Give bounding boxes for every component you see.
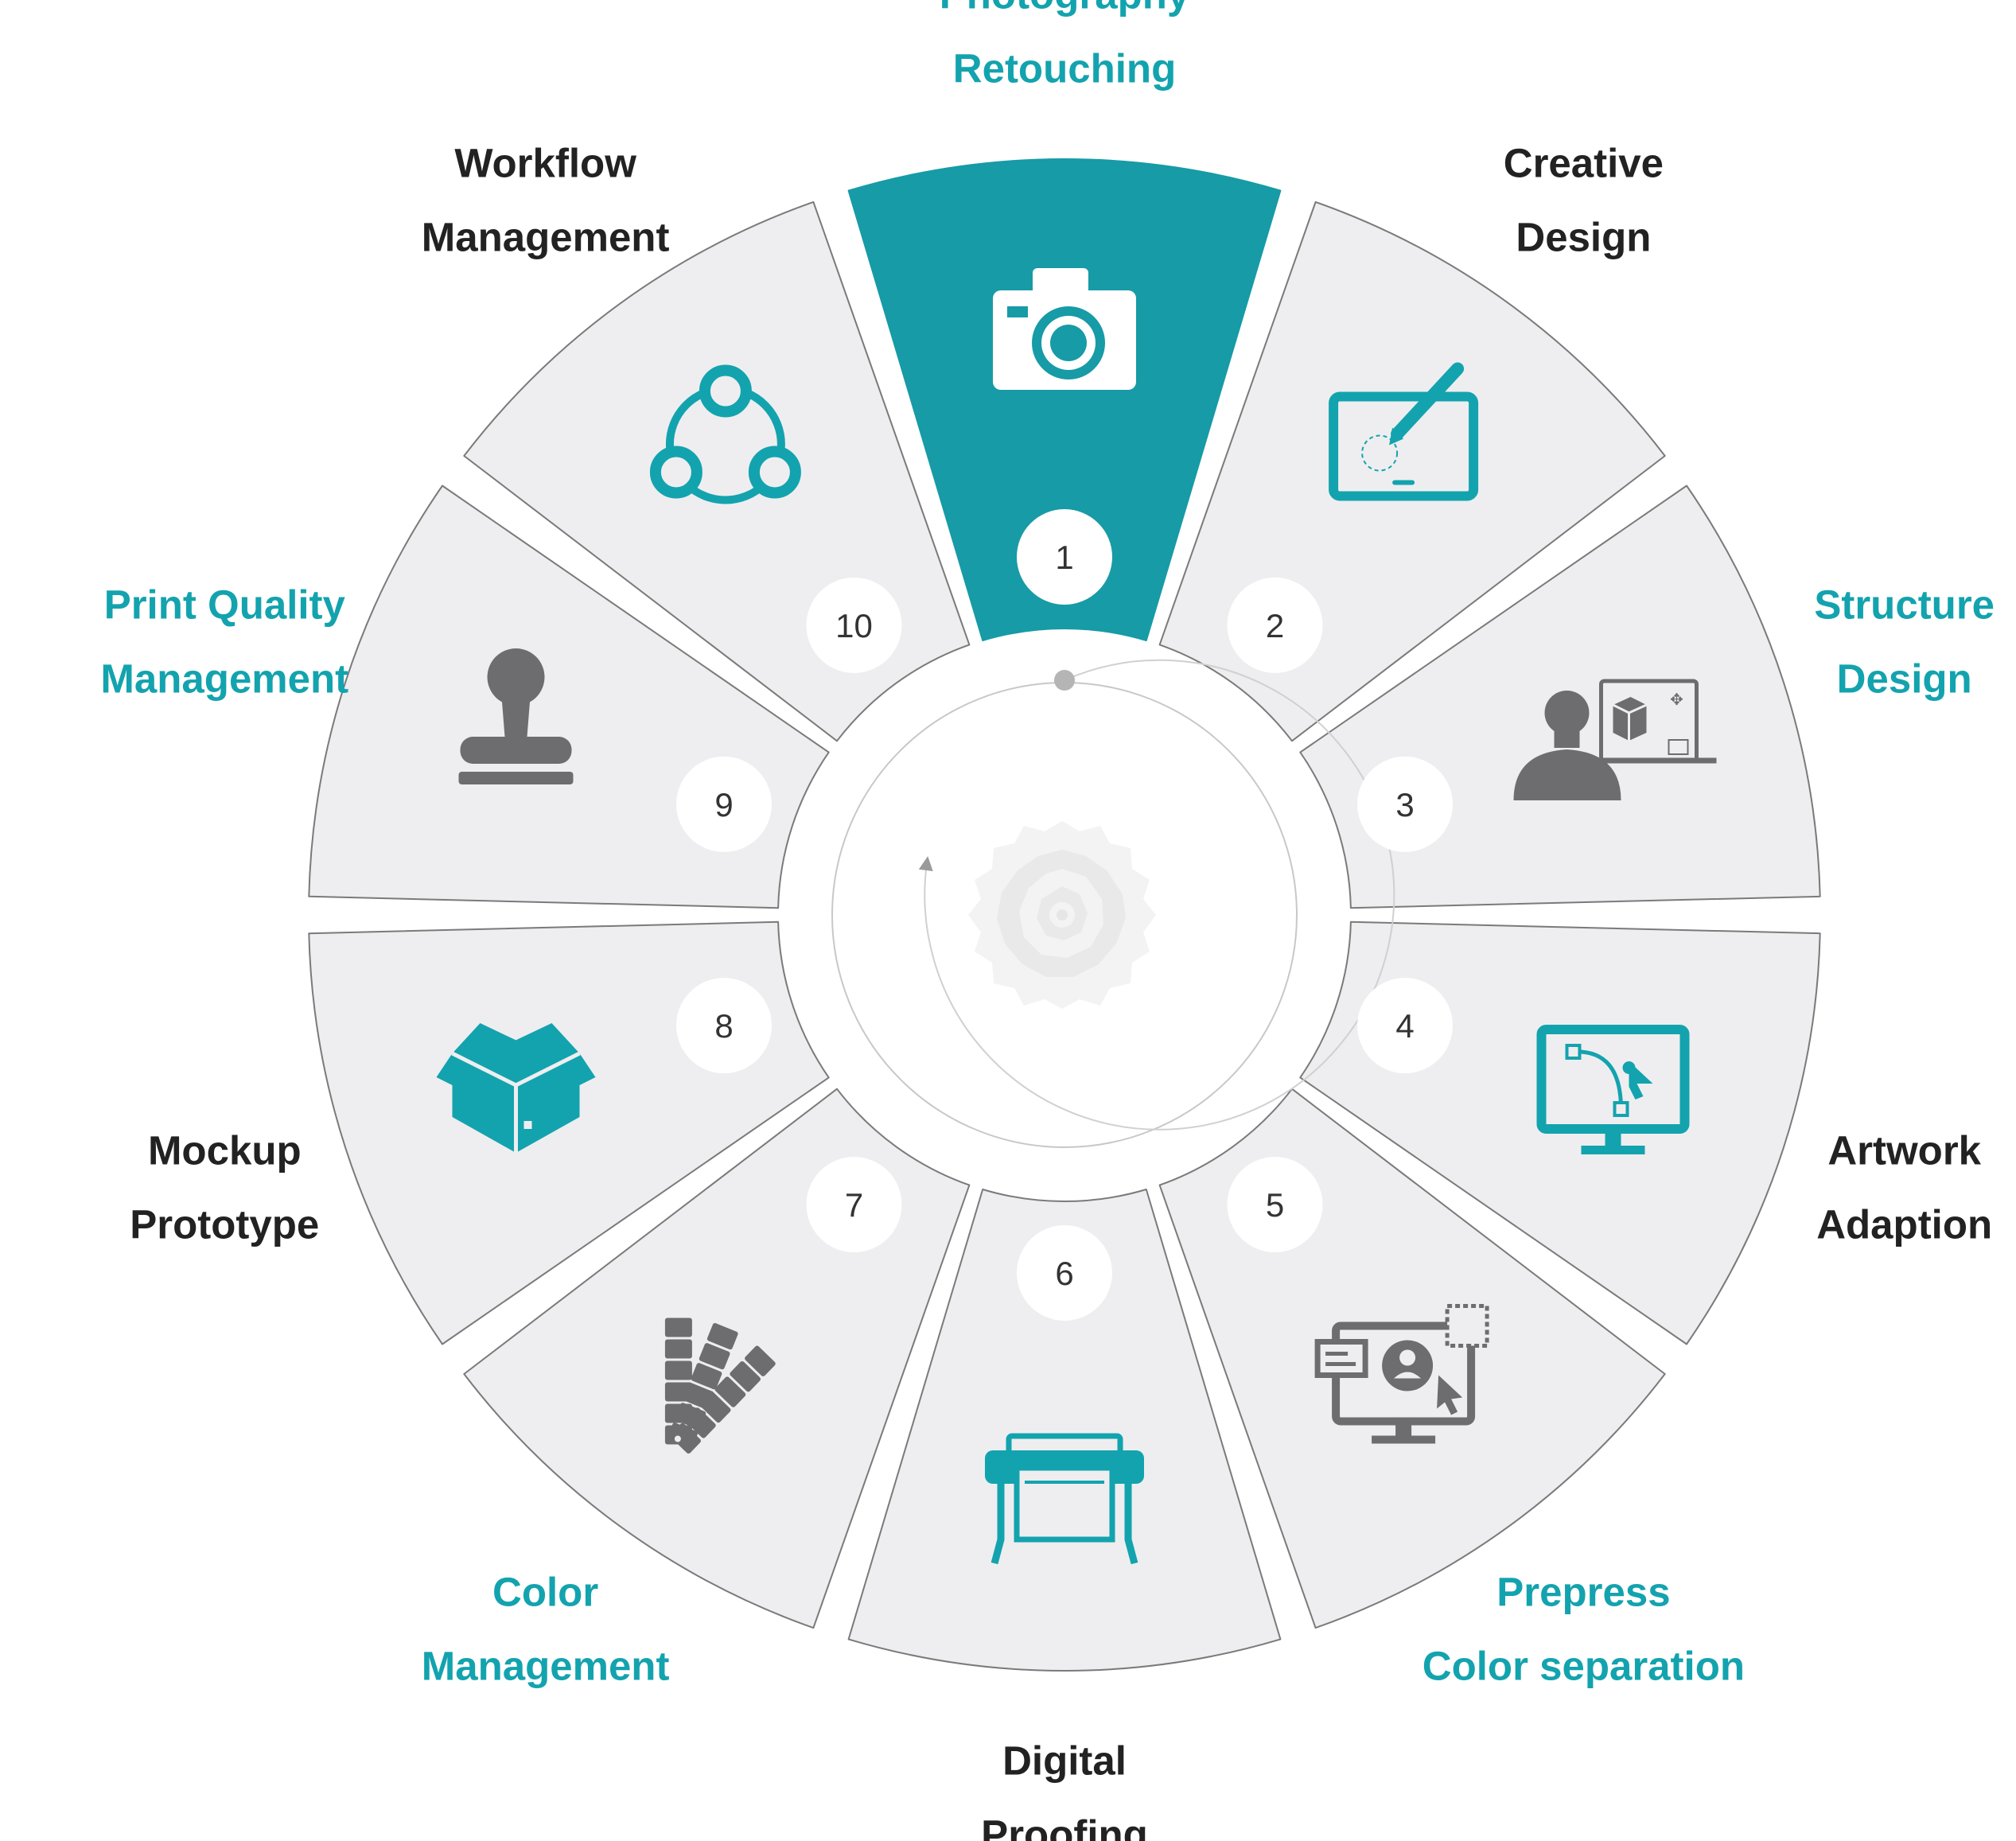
label-line: Digital xyxy=(1002,1738,1127,1784)
step-badge-2: 2 xyxy=(1227,577,1323,673)
label-line: Prototype xyxy=(130,1202,319,1247)
cycle-arrow xyxy=(918,659,1395,1131)
layout-monitor-icon xyxy=(1314,1304,1489,1444)
label-line: Print Quality xyxy=(104,582,346,628)
step-number-7: 7 xyxy=(845,1186,863,1224)
step-label-1: PhotographyRetouching xyxy=(940,0,1190,91)
step-number-1: 1 xyxy=(1055,539,1073,576)
open-box-icon xyxy=(436,1023,596,1153)
label-line: Design xyxy=(1516,215,1651,260)
label-line: Prepress xyxy=(1496,1570,1670,1615)
segment-6[interactable] xyxy=(847,1189,1282,1672)
step-badge-5: 5 xyxy=(1227,1157,1323,1253)
label-line: Photography xyxy=(940,0,1190,18)
label-line: Design xyxy=(1837,656,1972,702)
label-line: Retouching xyxy=(953,46,1176,91)
camera-icon xyxy=(993,268,1136,390)
step-badge-6: 6 xyxy=(1017,1225,1112,1321)
color-swatch-icon xyxy=(664,1318,776,1454)
center-hub xyxy=(831,659,1395,1148)
step-number-6: 6 xyxy=(1055,1255,1073,1292)
step-number-8: 8 xyxy=(714,1007,733,1045)
step-badge-circle xyxy=(1357,978,1453,1074)
step-badge-9: 9 xyxy=(676,756,772,852)
step-badge-circle xyxy=(806,577,902,673)
drawing-tablet-icon xyxy=(1329,362,1479,501)
step-badge-circle xyxy=(1227,1157,1323,1253)
step-badge-8: 8 xyxy=(676,978,772,1074)
step-badge-circle xyxy=(806,1157,902,1253)
badges-layer: 1 2 3 4 5 6 7 8 9 10 xyxy=(676,509,1453,1321)
logo-watermark-icon xyxy=(968,821,1156,1009)
step-number-2: 2 xyxy=(1266,607,1284,644)
step-number-5: 5 xyxy=(1266,1186,1284,1224)
labels-layer: PhotographyRetouchingCreativeDesignStruc… xyxy=(100,0,1995,1841)
step-number-3: 3 xyxy=(1395,786,1414,823)
step-badge-circle xyxy=(1357,756,1453,852)
cycle-start-dot xyxy=(1054,670,1075,691)
label-line: Adaption xyxy=(1816,1202,1992,1247)
label-line: Creative xyxy=(1504,141,1664,186)
label-line: Management xyxy=(422,215,670,260)
label-line: Management xyxy=(100,656,348,702)
designer-3d-icon: ✥ xyxy=(1513,679,1717,800)
step-badge-circle xyxy=(676,978,772,1074)
step-number-9: 9 xyxy=(714,786,733,823)
step-badge-circle xyxy=(1017,1225,1112,1321)
step-badge-3: 3 xyxy=(1357,756,1453,852)
label-line: Color xyxy=(492,1570,598,1615)
label-line: Management xyxy=(422,1644,670,1689)
workflow-cycle-icon xyxy=(649,364,801,504)
step-badge-circle xyxy=(1227,577,1323,673)
label-line: Mockup xyxy=(148,1128,302,1173)
label-line: Proofing xyxy=(981,1812,1148,1841)
vector-monitor-icon xyxy=(1536,1025,1690,1154)
step-badge-1: 1 xyxy=(1017,509,1112,605)
step-number-4: 4 xyxy=(1395,1007,1414,1045)
icons-layer: ✥ xyxy=(436,268,1717,1565)
stamp-icon xyxy=(458,648,574,784)
step-badge-circle xyxy=(676,756,772,852)
svg-text:✥: ✥ xyxy=(1670,691,1683,709)
step-badge-10: 10 xyxy=(806,577,902,673)
step-badge-7: 7 xyxy=(806,1157,902,1253)
step-badge-4: 4 xyxy=(1357,978,1453,1074)
label-line: Artwork xyxy=(1827,1128,1981,1173)
label-line: Color separation xyxy=(1422,1644,1745,1689)
label-line: Workflow xyxy=(454,141,636,186)
step-badge-circle xyxy=(1017,509,1112,605)
step-number-10: 10 xyxy=(835,607,873,644)
large-printer-icon xyxy=(985,1433,1144,1565)
label-line: Structure xyxy=(1814,582,1995,628)
segment-1[interactable] xyxy=(847,158,1282,641)
